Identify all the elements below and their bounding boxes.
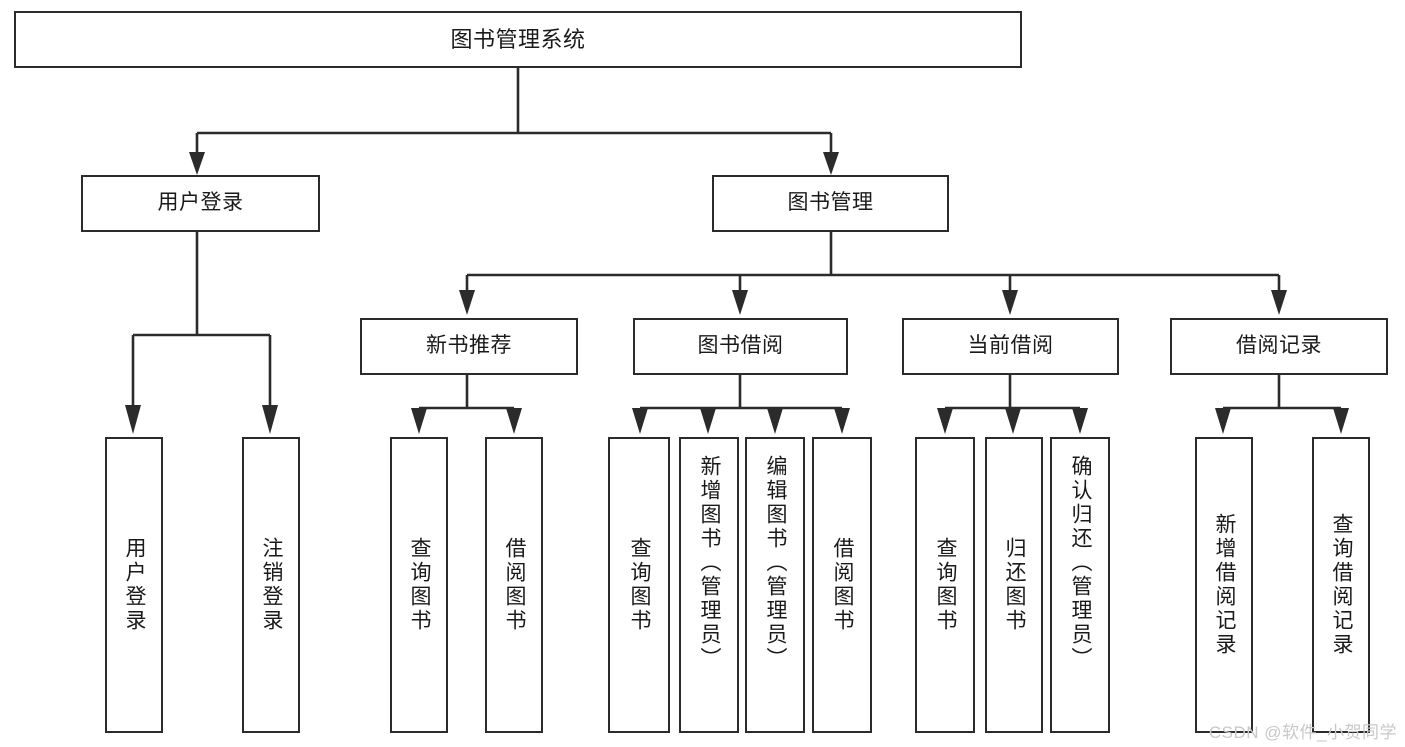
node-label: 查询图书 (934, 537, 958, 633)
node-label: 图书管理系统 (450, 26, 586, 52)
node-current-borrow[interactable]: 当前借阅 (902, 318, 1119, 375)
node-label: 新书推荐 (426, 334, 512, 358)
leaf-query-borrow-record[interactable]: 查询借阅记录 (1312, 437, 1370, 733)
node-label: 编辑图书（管理员） (764, 455, 788, 671)
leaf-borrow-book[interactable]: 借阅图书 (812, 437, 872, 733)
node-label: 借阅图书 (503, 537, 527, 633)
leaf-query-book-current[interactable]: 查询图书 (915, 437, 975, 733)
node-label: 新增借阅记录 (1213, 513, 1237, 657)
watermark-csdn: CSDN @软件_小贺同学 (1208, 723, 1397, 742)
leaf-user-login[interactable]: 用户登录 (105, 437, 163, 733)
node-root-book-management-system[interactable]: 图书管理系统 (14, 11, 1022, 68)
leaf-edit-book-admin[interactable]: 编辑图书（管理员） (745, 437, 805, 733)
leaf-add-book-admin[interactable]: 新增图书（管理员） (679, 437, 739, 733)
node-new-book-recommend[interactable]: 新书推荐 (360, 318, 578, 375)
leaf-logout[interactable]: 注销登录 (242, 437, 300, 733)
node-borrow-record[interactable]: 借阅记录 (1170, 318, 1388, 375)
node-label: 确认归还（管理员） (1069, 455, 1093, 671)
node-book-borrow[interactable]: 图书借阅 (633, 318, 848, 375)
node-label: 借阅图书 (831, 537, 855, 633)
leaf-query-book-recommend[interactable]: 查询图书 (390, 437, 448, 733)
node-label: 注销登录 (260, 537, 284, 633)
node-label: 借阅记录 (1236, 334, 1322, 358)
leaf-borrow-book-recommend[interactable]: 借阅图书 (485, 437, 543, 733)
leaf-query-book-borrow[interactable]: 查询图书 (608, 437, 670, 733)
node-label: 查询图书 (628, 537, 652, 633)
node-book-management[interactable]: 图书管理 (712, 175, 949, 232)
node-label: 查询借阅记录 (1330, 513, 1354, 657)
node-label: 查询图书 (408, 537, 432, 633)
node-label: 用户登录 (123, 537, 147, 633)
node-label: 图书管理 (787, 191, 874, 215)
leaf-return-book[interactable]: 归还图书 (985, 437, 1043, 733)
node-label: 用户登录 (157, 191, 244, 215)
node-label: 新增图书（管理员） (698, 455, 722, 671)
node-label: 当前借阅 (967, 334, 1054, 358)
node-user-login[interactable]: 用户登录 (81, 175, 320, 232)
node-label: 归还图书 (1003, 537, 1027, 633)
node-label: 图书借阅 (697, 334, 784, 358)
leaf-add-borrow-record[interactable]: 新增借阅记录 (1195, 437, 1253, 733)
leaf-confirm-return-admin[interactable]: 确认归还（管理员） (1050, 437, 1110, 733)
